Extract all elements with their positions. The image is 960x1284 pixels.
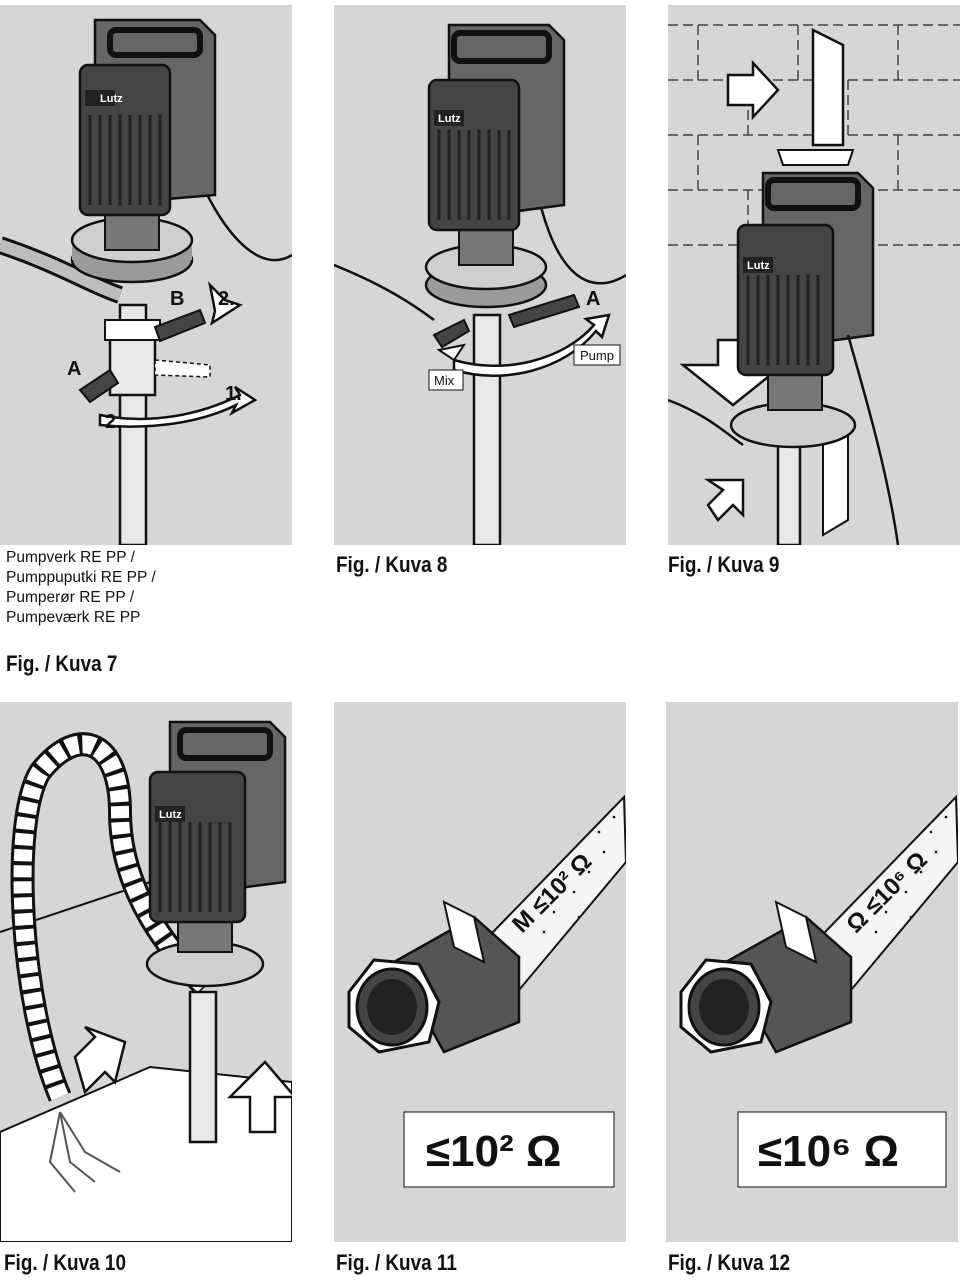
figure-10-illustration: Lutz <box>0 702 292 1242</box>
svg-text:2.: 2. <box>105 411 122 433</box>
figure-7-caption: Fig. / Kuva 7 <box>6 651 118 676</box>
svg-text:Lutz: Lutz <box>438 113 461 125</box>
svg-text:Pump: Pump <box>580 348 614 363</box>
resistance-label: ≤10⁶ Ω <box>758 1127 899 1176</box>
svg-text:1.: 1. <box>225 383 242 405</box>
figure-9-caption: Fig. / Kuva 9 <box>668 552 780 577</box>
figure-12-caption: Fig. / Kuva 12 <box>668 1250 790 1275</box>
figure-11-caption: Fig. / Kuva 11 <box>336 1250 457 1275</box>
figure-8-caption: Fig. / Kuva 8 <box>336 552 448 577</box>
subcaption-line: Pumppuputki RE PP / <box>6 569 156 586</box>
figure-12-illustration: Ω ≤10⁶ Ω ≤10⁶ Ω <box>666 702 958 1242</box>
svg-text:A: A <box>67 358 81 380</box>
subcaption-line: Pumpeværk RE PP <box>6 609 141 626</box>
svg-text:Lutz: Lutz <box>100 93 123 105</box>
figure-8-illustration: Lutz A Mix Pump <box>334 5 626 545</box>
svg-text:A: A <box>586 288 600 310</box>
figure-9-illustration: Lutz <box>668 5 960 545</box>
subcaption-line: Pumpverk RE PP / <box>6 549 135 566</box>
resistance-label: ≤10² Ω <box>426 1127 561 1176</box>
svg-text:Lutz: Lutz <box>747 260 770 272</box>
figure-7-illustration: Lutz A B 2. 1. 2. <box>0 5 292 545</box>
svg-text:2.: 2. <box>218 288 235 310</box>
figure-11-illustration: M ≤10² Ω ≤10² Ω <box>334 702 626 1242</box>
svg-text:Mix: Mix <box>434 373 455 388</box>
figure-10-caption: Fig. / Kuva 10 <box>4 1250 126 1275</box>
subcaption-line: Pumperør RE PP / <box>6 589 135 606</box>
svg-text:B: B <box>170 288 184 310</box>
svg-text:Lutz: Lutz <box>159 809 182 821</box>
figure-7-subcaption: Pumpverk RE PP / Pumppuputki RE PP / Pum… <box>6 548 156 628</box>
motor-unit <box>78 18 217 217</box>
